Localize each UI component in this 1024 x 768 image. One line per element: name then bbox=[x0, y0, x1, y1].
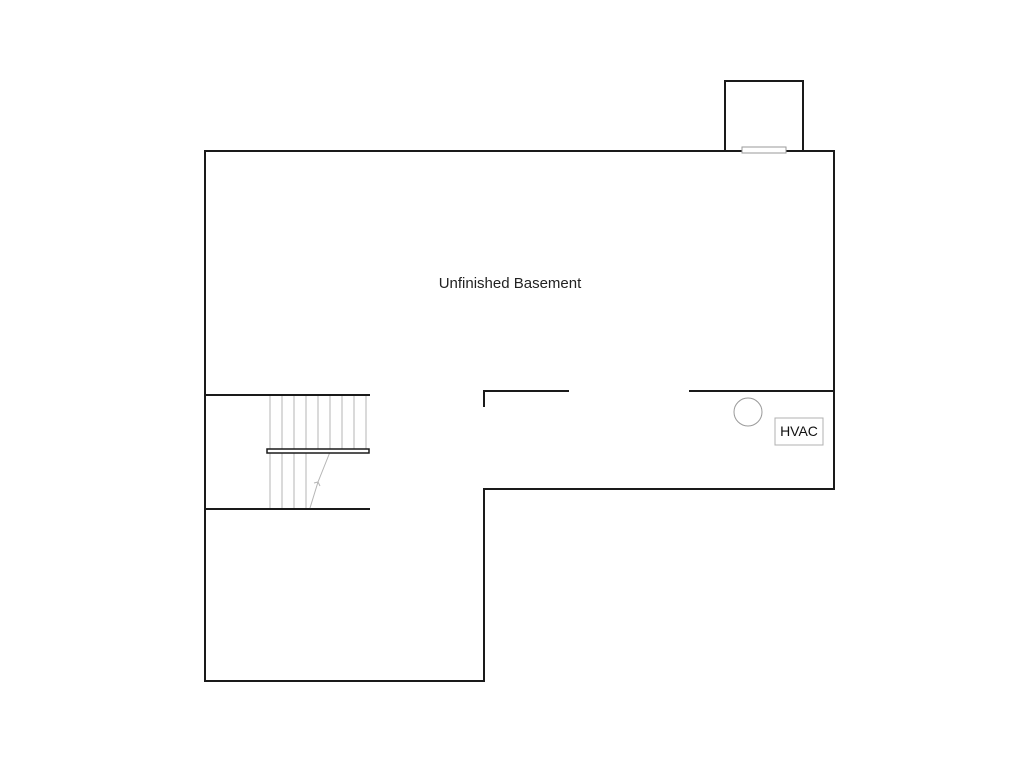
room-label-unfinished-basement: Unfinished Basement bbox=[439, 275, 582, 292]
stair-direction-arrow bbox=[309, 451, 331, 509]
exterior-wall bbox=[204, 150, 835, 682]
stair-rail bbox=[266, 448, 370, 454]
window bbox=[741, 146, 787, 154]
water-heater bbox=[733, 397, 763, 427]
interior-wall-center bbox=[483, 390, 569, 407]
hvac-label: HVAC bbox=[780, 423, 818, 439]
bump-out-wall bbox=[724, 80, 804, 152]
hvac-unit bbox=[774, 417, 824, 446]
